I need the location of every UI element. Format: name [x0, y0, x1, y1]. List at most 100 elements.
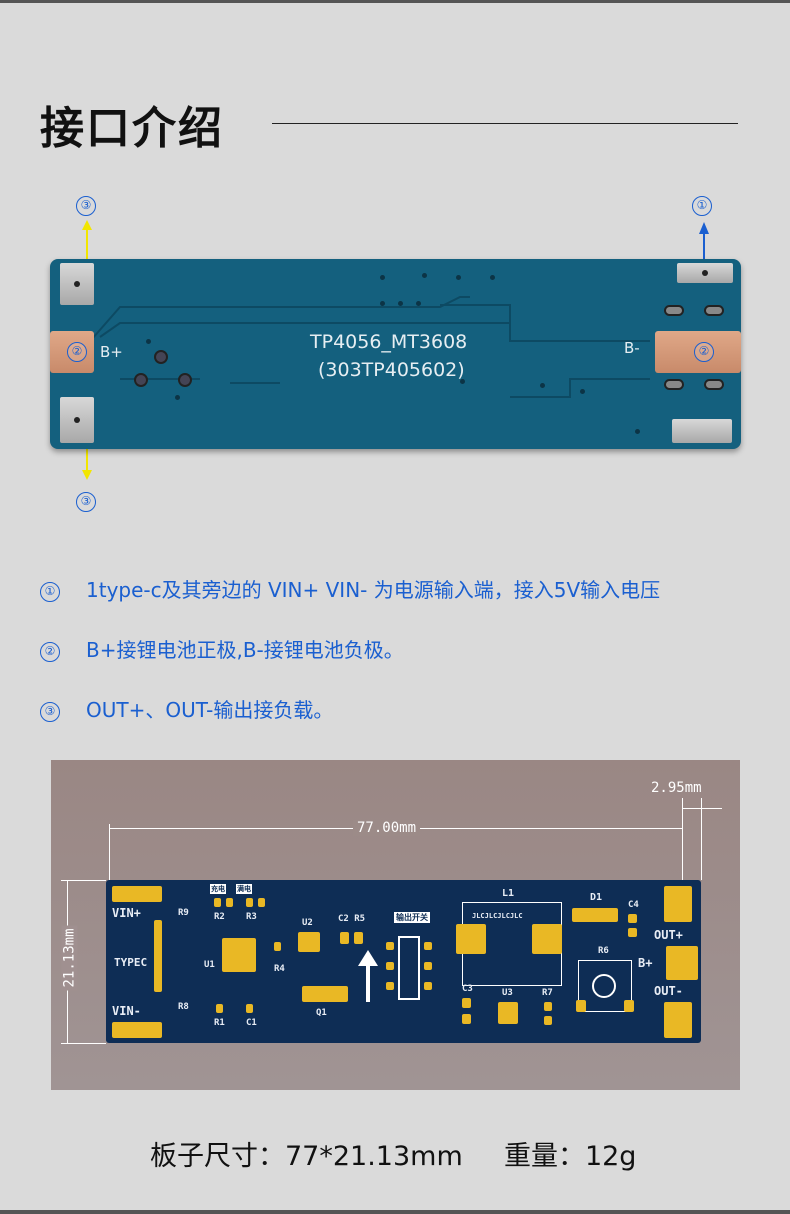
usb-pin — [664, 305, 684, 316]
dim-ext-left — [109, 824, 110, 880]
via — [398, 301, 403, 306]
switch-pin — [386, 962, 394, 970]
resistor-r7 — [544, 1002, 552, 1011]
via — [460, 379, 465, 384]
label-typec: TYPEC — [114, 956, 148, 969]
chip-u3 — [498, 1002, 518, 1024]
model-code: (303TP405602) — [318, 359, 465, 381]
marker-3-bottom: ③ — [76, 492, 96, 512]
capacitor-c3 — [462, 1014, 471, 1024]
label-l1: L1 — [502, 888, 515, 899]
bottom-border — [0, 1210, 790, 1214]
pcb-bottom-view: VIN+ R9 TYPEC VIN- R8 充电 满电 R2 R3 U1 R1 … — [106, 880, 701, 1043]
marker-2-left: ② — [67, 342, 87, 362]
switch-pin — [386, 982, 394, 990]
label-r2: R2 — [214, 912, 225, 922]
label-bminus: B- — [624, 339, 640, 357]
pcb-dimension-photo: 77.00mm 2.95mm 21.13mm VIN+ R9 TYPEC VIN… — [51, 760, 740, 1090]
board-specs: 板子尺寸：77*21.13mm 重量：12g — [150, 1134, 636, 1173]
capacitor-c4 — [628, 928, 637, 937]
label-charge: 充电 — [210, 884, 226, 894]
via — [422, 273, 427, 278]
note-text: B+接锂电池正极,B-接锂电池负极。 — [86, 638, 404, 662]
model-number: TP4056_MT3608 — [310, 331, 468, 353]
pad-vin-minus — [672, 419, 732, 443]
title-divider — [272, 123, 738, 124]
dim-ext-right — [682, 798, 683, 880]
via — [490, 275, 495, 280]
label-vin-minus: VIN- — [112, 1004, 141, 1018]
capacitor-c3 — [462, 998, 471, 1008]
label-b-plus: B+ — [638, 956, 653, 970]
label-d1: D1 — [590, 892, 603, 903]
label-q1: Q1 — [316, 1008, 327, 1018]
dim-offset: 2.95mm — [651, 780, 702, 796]
label-out-plus: OUT+ — [654, 928, 683, 942]
label-r7: R7 — [542, 988, 553, 998]
label-c2r5: C2 R5 — [338, 914, 366, 924]
pad-hole — [74, 417, 80, 423]
label-bplus: B+ — [100, 343, 123, 361]
label-vin-plus: VIN+ — [112, 906, 141, 920]
switch-pin — [424, 962, 432, 970]
dim-ext-top — [61, 880, 106, 881]
inductor-pad — [456, 924, 486, 954]
note-number: ② — [40, 642, 60, 662]
usb-pin — [704, 379, 724, 390]
via — [635, 429, 640, 434]
label-r4: R4 — [274, 964, 285, 974]
potentiometer-knob[interactable] — [592, 974, 616, 998]
pad-out-plus — [664, 886, 692, 922]
board-weight: 重量：12g — [503, 1141, 637, 1172]
pcb-top-view: ② B+ TP4056_MT3608 (303TP405602) B- ② — [50, 259, 741, 449]
via-large — [178, 373, 192, 387]
dim-width: 21.13mm — [61, 925, 78, 991]
slide-switch[interactable] — [398, 936, 420, 1000]
up-arrow-icon — [358, 950, 378, 966]
via — [146, 339, 151, 344]
via — [540, 383, 545, 388]
pad-b-plus — [666, 946, 698, 980]
switch-pin — [424, 982, 432, 990]
label-u3: U3 — [502, 988, 513, 998]
note-text: 1type-c及其旁边的 VIN+ VIN- 为电源输入端，接入5V输入电压 — [86, 578, 661, 602]
pad-vin-plus — [112, 886, 162, 902]
note-text: OUT+、OUT-输出接负载。 — [86, 698, 334, 722]
capacitor-c2 — [340, 932, 349, 944]
label-r6: R6 — [598, 946, 609, 956]
resistor — [216, 1004, 223, 1013]
marker-2-right: ② — [694, 342, 714, 362]
via — [456, 275, 461, 280]
note-2: ② B+接锂电池正极,B-接锂电池负极。 — [40, 634, 404, 663]
dim-ext-right2 — [701, 798, 702, 880]
via — [416, 301, 421, 306]
label-c1: C1 — [246, 1018, 257, 1028]
pad-out-minus — [664, 1002, 692, 1038]
dim-line-offset — [682, 808, 722, 809]
via — [175, 395, 180, 400]
label-c3: C3 — [462, 984, 473, 994]
label-full: 满电 — [236, 884, 252, 894]
section-title: 接口介绍 — [40, 103, 224, 154]
label-r8: R8 — [178, 1002, 189, 1012]
pad-hole — [74, 281, 80, 287]
capacitor — [246, 1004, 253, 1013]
label-out-minus: OUT- — [654, 984, 683, 998]
board-size: 板子尺寸：77*21.13mm — [150, 1141, 463, 1172]
inductor-pad — [532, 924, 562, 954]
diode-d1 — [572, 908, 618, 922]
marker-1: ① — [692, 196, 712, 216]
pcb-traces — [91, 296, 650, 398]
label-r1: R1 — [214, 1018, 225, 1028]
dim-length: 77.00mm — [353, 820, 421, 836]
usb-pin — [704, 305, 724, 316]
pad-vin-minus — [112, 1022, 162, 1038]
pot-pin — [624, 1000, 634, 1012]
label-switch: 输出开关 — [394, 912, 430, 923]
switch-pin — [386, 942, 394, 950]
label-r9: R9 — [178, 908, 189, 918]
pot-pin — [576, 1000, 586, 1012]
usb-connector — [154, 920, 162, 992]
